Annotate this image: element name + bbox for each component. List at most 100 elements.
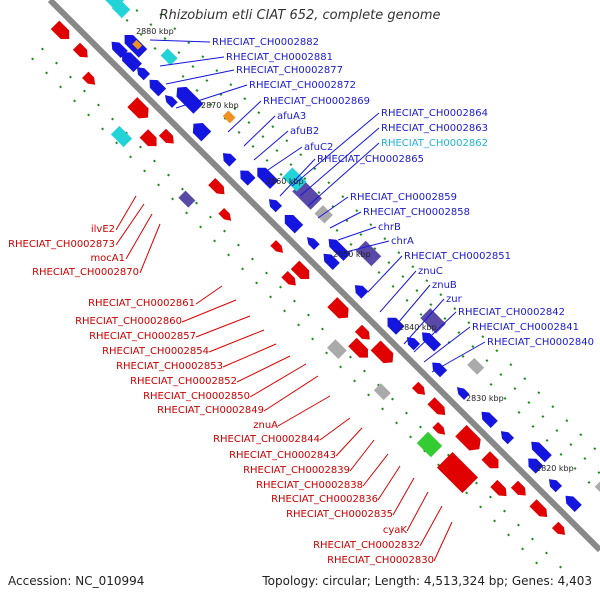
- gc-tick: [479, 505, 483, 509]
- tick-label: 2830 kbp: [466, 394, 504, 403]
- gc-tick: [199, 225, 203, 229]
- gene-label[interactable]: afuC2: [304, 142, 334, 153]
- gene-label[interactable]: RHECIAT_CH0002877: [236, 65, 343, 76]
- gene-arrow: [565, 495, 582, 513]
- leader-line: [208, 329, 265, 353]
- gene-label[interactable]: afuA3: [277, 111, 307, 122]
- gene-arrow-shape: [551, 521, 566, 535]
- gc-tick: [241, 267, 245, 271]
- gene-label[interactable]: RHECIAT_CH0002857: [89, 331, 196, 342]
- gene-label[interactable]: ilvE2: [90, 224, 115, 235]
- gc-tick: [513, 387, 517, 391]
- gene-label[interactable]: chrB: [378, 222, 401, 233]
- gc-tick: [493, 519, 497, 523]
- gene-label[interactable]: RHECIAT_CH0002865: [317, 154, 424, 165]
- gene-label[interactable]: znuB: [432, 280, 457, 291]
- gene-arrow: [411, 381, 426, 395]
- gene-label[interactable]: RHECIAT_CH0002861: [88, 298, 195, 309]
- gc-tick: [447, 453, 450, 457]
- gene-label[interactable]: RHECIAT_CH0002862: [381, 138, 488, 149]
- cog-block: [160, 48, 178, 66]
- gene-label[interactable]: afuB2: [290, 126, 320, 137]
- gc-tick: [271, 125, 275, 129]
- gene-label[interactable]: RHECIAT_CH0002839: [243, 465, 350, 476]
- gene-label[interactable]: RHECIAT_CH0002859: [350, 192, 457, 203]
- gc-tick: [139, 33, 143, 36]
- cog-block: [355, 240, 382, 267]
- gene-arrow-shape: [432, 422, 446, 435]
- cog-block: [178, 190, 196, 208]
- gc-tick: [419, 425, 422, 429]
- gene-label[interactable]: RHECIAT_CH0002872: [249, 80, 356, 91]
- gene-label[interactable]: RHECIAT_CH0002881: [226, 52, 333, 63]
- gc-tick: [205, 79, 209, 83]
- genome-summary: Topology: circular; Length: 4,513,324 bp…: [262, 574, 592, 588]
- leader-line: [431, 341, 486, 373]
- gene-label[interactable]: RHECIAT_CH0002853: [116, 361, 223, 372]
- gene-label[interactable]: RHECIAT_CH0002836: [271, 494, 378, 505]
- gene-label[interactable]: RHECIAT_CH0002851: [404, 251, 511, 262]
- gene-label[interactable]: chrA: [391, 236, 414, 247]
- gene-label[interactable]: RHECIAT_CH0002842: [458, 307, 565, 318]
- gene-arrow-shape: [240, 170, 256, 186]
- gc-tick: [251, 257, 254, 261]
- gc-tick: [171, 197, 175, 201]
- gc-tick: [153, 47, 157, 50]
- gc-tick: [173, 27, 177, 31]
- gene-label[interactable]: RHECIAT_CH0002854: [102, 346, 209, 357]
- gene-label[interactable]: RHECIAT_CH0002864: [381, 108, 488, 119]
- gene-label[interactable]: RHECIAT_CH0002870: [32, 267, 139, 278]
- leader-line: [236, 355, 291, 383]
- gene-label[interactable]: RHECIAT_CH0002869: [263, 96, 370, 107]
- gene-label[interactable]: RHECIAT_CH0002843: [229, 450, 336, 461]
- gc-tick: [405, 299, 409, 302]
- leader-line: [335, 427, 363, 457]
- gc-skew-track: [31, 5, 600, 569]
- gene-arrow: [432, 362, 448, 378]
- gc-tick: [405, 411, 408, 415]
- gene-label[interactable]: RHECIAT_CH0002832: [313, 540, 420, 551]
- gc-tick: [551, 405, 555, 409]
- gc-tick: [573, 467, 577, 470]
- gene-label[interactable]: RHECIAT_CH0002873: [8, 239, 115, 250]
- gc-tick: [559, 453, 563, 456]
- gene-label[interactable]: znuA: [253, 420, 278, 431]
- gc-tick: [461, 355, 465, 358]
- gene-label[interactable]: zur: [446, 294, 462, 305]
- gene-label[interactable]: RHECIAT_CH0002850: [143, 391, 250, 402]
- tick-label: 2820 kbp: [536, 464, 574, 473]
- gc-tick: [559, 565, 562, 569]
- leader-line: [379, 270, 417, 313]
- gc-tick: [453, 307, 457, 311]
- cog-block-shape: [436, 452, 478, 494]
- gene-label[interactable]: RHECIAT_CH0002838: [256, 480, 363, 491]
- gc-tick: [227, 253, 231, 257]
- gene-arrow: [455, 425, 481, 451]
- gene-label[interactable]: RHECIAT_CH0002830: [327, 555, 434, 566]
- gene-label[interactable]: RHECIAT_CH0002849: [157, 405, 264, 416]
- cog-block-shape: [110, 125, 133, 148]
- gene-label[interactable]: mocA1: [90, 253, 125, 264]
- gene-label[interactable]: RHECIAT_CH0002858: [363, 207, 470, 218]
- leader-line: [329, 211, 362, 229]
- gene-label[interactable]: RHECIAT_CH0002844: [213, 434, 320, 445]
- gene-label[interactable]: RHECIAT_CH0002860: [75, 316, 182, 327]
- gene-arrow-shape: [500, 431, 515, 445]
- gene-label[interactable]: RHECIAT_CH0002863: [381, 123, 488, 134]
- gene-arrow: [270, 240, 284, 253]
- gc-tick: [255, 281, 259, 285]
- gc-tick: [397, 251, 401, 255]
- gc-tick: [45, 71, 49, 75]
- gene-arrow-shape: [565, 495, 582, 513]
- gene-label[interactable]: cyaK: [382, 525, 407, 536]
- gene-label[interactable]: RHECIAT_CH0002840: [487, 337, 594, 348]
- leader-line: [291, 112, 380, 187]
- gc-tick: [101, 127, 105, 131]
- gene-label[interactable]: znuC: [418, 266, 443, 277]
- gene-label[interactable]: RHECIAT_CH0002841: [472, 322, 579, 333]
- gene-label[interactable]: RHECIAT_CH0002852: [130, 376, 237, 387]
- gene-label[interactable]: RHECIAT_CH0002835: [286, 509, 393, 520]
- gc-tick: [69, 75, 72, 79]
- gene-label[interactable]: RHECIAT_CH0002882: [212, 37, 319, 48]
- gene-arrow-shape: [348, 337, 368, 358]
